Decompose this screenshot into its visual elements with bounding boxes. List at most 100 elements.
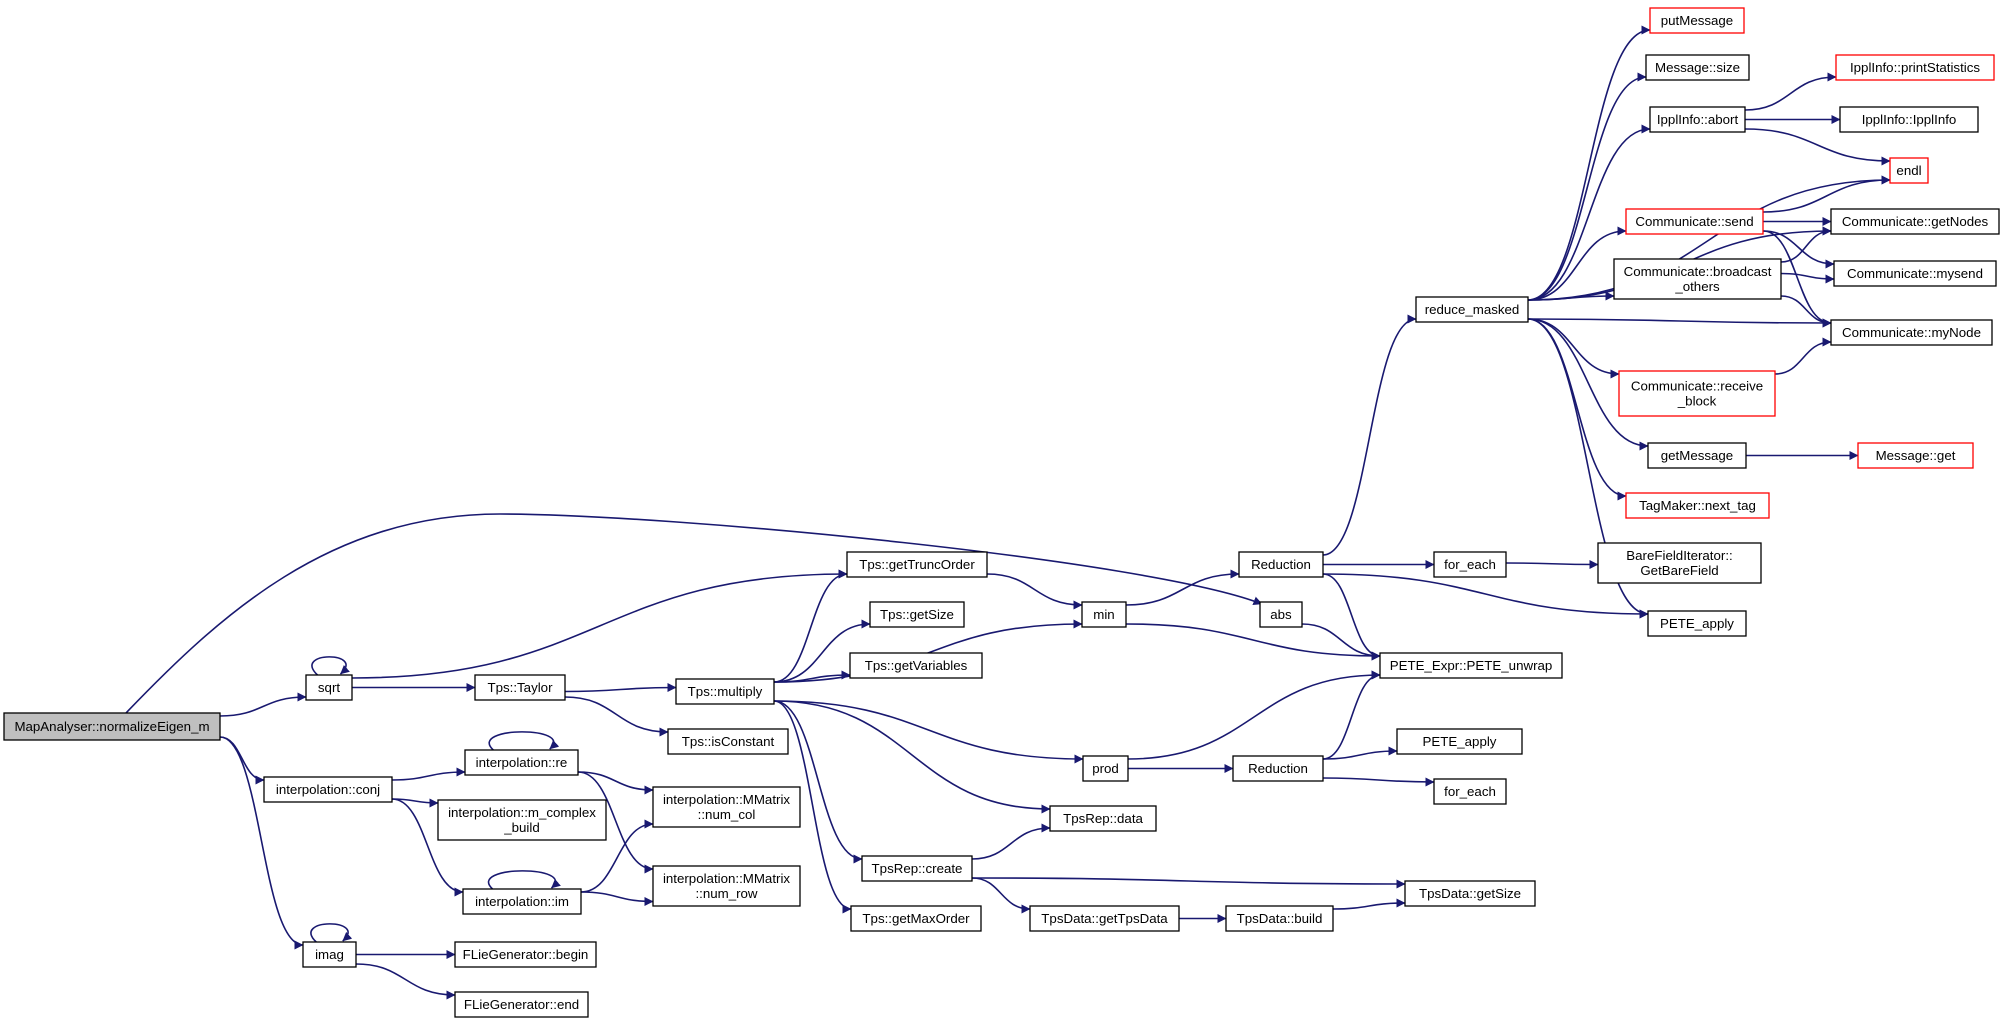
node-label: Tps::isConstant bbox=[682, 734, 775, 749]
node-gettrunc[interactable]: Tps::getTruncOrder bbox=[846, 551, 988, 578]
edge-red2-unwrap bbox=[1322, 670, 1381, 760]
node-bcast[interactable]: Communicate::broadcast_others bbox=[1613, 258, 1782, 300]
node-mysend[interactable]: Communicate::mysend bbox=[1833, 260, 1997, 287]
node-tgetsize[interactable]: Tps::getSize bbox=[869, 601, 965, 628]
edge-send-mysend bbox=[1762, 230, 1835, 269]
edge-red1-peteapply1 bbox=[1322, 573, 1649, 619]
node-multiply[interactable]: Tps::multiply bbox=[675, 678, 775, 705]
node-reduce[interactable]: reduce_masked bbox=[1415, 296, 1529, 323]
node-red1[interactable]: Reduction bbox=[1238, 551, 1324, 578]
node-box bbox=[850, 905, 982, 932]
node-box bbox=[1259, 601, 1303, 628]
node-flbegin[interactable]: FLieGenerator::begin bbox=[454, 941, 597, 968]
node-getmsg[interactable]: getMessage bbox=[1647, 442, 1747, 469]
node-label: GetBareField bbox=[1640, 563, 1718, 578]
edge-root-conj bbox=[219, 736, 265, 785]
edge-bcast-getnodes bbox=[1780, 226, 1832, 263]
node-abort[interactable]: IpplInfo::abort bbox=[1649, 106, 1746, 133]
node-label: Communicate::getNodes bbox=[1842, 214, 1989, 229]
node-unwrap[interactable]: PETE_Expr::PETE_unwrap bbox=[1379, 652, 1563, 679]
edge-reduce-msgsize bbox=[1527, 72, 1647, 301]
node-peteapply2[interactable]: PETE_apply bbox=[1396, 728, 1523, 755]
node-min[interactable]: min bbox=[1081, 601, 1127, 628]
node-putmsg[interactable]: putMessage bbox=[1649, 7, 1745, 34]
node-box bbox=[1647, 610, 1747, 637]
node-label: Tps::getVariables bbox=[865, 658, 968, 673]
node-label: _others bbox=[1674, 279, 1720, 294]
node-barefield[interactable]: BareFieldIterator::GetBareField bbox=[1597, 542, 1762, 584]
edge-sqrt-gettrunc bbox=[351, 569, 848, 679]
node-endl[interactable]: endl bbox=[1889, 157, 1929, 184]
edge-root-abs bbox=[125, 513, 1263, 714]
node-box bbox=[474, 674, 566, 701]
node-send[interactable]: Communicate::send bbox=[1625, 208, 1764, 235]
node-box bbox=[1433, 551, 1507, 578]
node-im[interactable]: interpolation::im bbox=[462, 888, 582, 915]
node-box bbox=[1645, 54, 1750, 81]
node-getvars[interactable]: Tps::getVariables bbox=[849, 652, 983, 679]
node-label: ::num_col bbox=[698, 807, 756, 822]
node-getnodes[interactable]: Communicate::getNodes bbox=[1830, 208, 2000, 235]
node-tdgetsize[interactable]: TpsData::getSize bbox=[1404, 880, 1536, 907]
edge-re-numcol bbox=[577, 771, 654, 795]
node-box bbox=[675, 678, 775, 705]
node-root[interactable]: MapAnalyser::normalizeEigen_m bbox=[3, 712, 221, 741]
edge-imag-flend bbox=[355, 963, 456, 1000]
node-prod[interactable]: prod bbox=[1082, 755, 1129, 782]
node-recv[interactable]: Communicate::receive_block bbox=[1618, 370, 1776, 417]
edge-reduce-peteapply1 bbox=[1527, 318, 1649, 619]
node-sqrt[interactable]: sqrt bbox=[305, 674, 353, 701]
node-label: Tps::getSize bbox=[880, 607, 954, 622]
node-peteapply1[interactable]: PETE_apply bbox=[1647, 610, 1747, 637]
node-red2[interactable]: Reduction bbox=[1232, 755, 1324, 782]
node-nexttag[interactable]: TagMaker::next_tag bbox=[1625, 492, 1770, 519]
node-foreach2[interactable]: for_each bbox=[1433, 778, 1507, 805]
node-isconst[interactable]: Tps::isConstant bbox=[667, 728, 789, 755]
node-label: Communicate::broadcast bbox=[1624, 264, 1772, 279]
node-numcol[interactable]: interpolation::MMatrix::num_col bbox=[652, 786, 801, 828]
node-flend[interactable]: FLieGenerator::end bbox=[454, 991, 589, 1018]
node-label: IpplInfo::abort bbox=[1657, 112, 1739, 127]
node-label: interpolation::m_complex bbox=[448, 805, 596, 820]
edge-multiply-maxorder bbox=[773, 700, 852, 914]
node-msgget[interactable]: Message::get bbox=[1857, 442, 1974, 469]
edge-reduce-abort bbox=[1527, 124, 1651, 301]
node-ipplinfo[interactable]: IpplInfo::IpplInfo bbox=[1839, 106, 1979, 133]
node-label: interpolation::im bbox=[475, 894, 569, 909]
edge-red2-foreach2 bbox=[1322, 777, 1435, 787]
edge-sqrt-sqrt bbox=[311, 656, 350, 676]
node-re[interactable]: interpolation::re bbox=[464, 749, 579, 776]
nodes-layer: MapAnalyser::normalizeEigen_m sqrtinterpo… bbox=[3, 7, 2000, 1018]
node-label: reduce_masked bbox=[1425, 302, 1520, 317]
node-numrow[interactable]: interpolation::MMatrix::num_row bbox=[652, 865, 801, 907]
node-box bbox=[462, 888, 582, 915]
node-tpsdata[interactable]: TpsRep::data bbox=[1049, 805, 1157, 832]
edge-multiply-gettrunc bbox=[773, 569, 848, 683]
node-imag[interactable]: imag bbox=[302, 941, 357, 968]
node-printstats[interactable]: IpplInfo::printStatistics bbox=[1835, 54, 1995, 81]
node-box bbox=[302, 941, 357, 968]
edge-conj-im bbox=[391, 798, 464, 897]
node-mynode[interactable]: Communicate::myNode bbox=[1830, 319, 1993, 346]
node-taylor[interactable]: Tps::Taylor bbox=[474, 674, 566, 701]
node-label: getMessage bbox=[1661, 448, 1733, 463]
edge-bcast-mynode bbox=[1780, 295, 1832, 328]
node-conj[interactable]: interpolation::conj bbox=[263, 776, 393, 803]
node-box bbox=[1029, 905, 1180, 932]
node-label: Tps::getMaxOrder bbox=[862, 911, 970, 926]
node-gettpsdata[interactable]: TpsData::getTpsData bbox=[1029, 905, 1180, 932]
node-mcomplex[interactable]: interpolation::m_complex_build bbox=[437, 799, 607, 841]
node-build[interactable]: TpsData::build bbox=[1225, 905, 1334, 932]
node-abs[interactable]: abs bbox=[1259, 601, 1303, 628]
node-box bbox=[1238, 551, 1324, 578]
node-foreach1[interactable]: for_each bbox=[1433, 551, 1507, 578]
node-box bbox=[1597, 542, 1762, 584]
edge-conj-re bbox=[391, 767, 466, 781]
node-maxorder[interactable]: Tps::getMaxOrder bbox=[850, 905, 982, 932]
node-msgsize[interactable]: Message::size bbox=[1645, 54, 1750, 81]
edge-build-tdgetsize bbox=[1332, 898, 1406, 910]
edge-im-im bbox=[488, 870, 561, 890]
node-tpscreate[interactable]: TpsRep::create bbox=[861, 855, 973, 882]
node-label: Reduction bbox=[1251, 557, 1311, 572]
